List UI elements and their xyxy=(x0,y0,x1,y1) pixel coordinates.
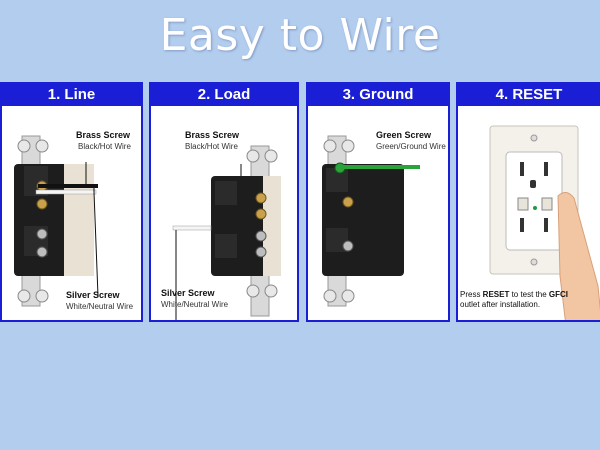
gfci-device-side-image xyxy=(172,145,281,320)
panel-ground: 3. Ground Green Screw Green/Ground Wire xyxy=(306,82,450,322)
panel-heading: 1. Line xyxy=(2,84,141,106)
page-title: Easy to Wire xyxy=(159,10,441,61)
white-neutral-wire-label: White/Neutral Wire xyxy=(161,300,229,309)
gfci-device-side-image xyxy=(322,135,420,307)
black-hot-wire-label: Black/Hot Wire xyxy=(185,142,238,151)
brass-screw-label: Brass Screw xyxy=(185,130,240,140)
panel-heading: 3. Ground xyxy=(308,84,448,106)
green-ground-wire-label: Green/Ground Wire xyxy=(376,142,446,151)
panel-load: 2. Load Brass Screw Black/Hot Wire Silve… xyxy=(149,82,299,322)
panel-heading: 2. Load xyxy=(151,84,297,106)
green-screw-label: Green Screw xyxy=(376,130,432,140)
gfci-device-side-image xyxy=(14,135,99,307)
black-hot-wire-label: Black/Hot Wire xyxy=(78,142,131,151)
white-neutral-wire-label: White/Neutral Wire xyxy=(66,302,134,311)
gfci-outlet-front-image xyxy=(489,125,600,320)
panel-reset: 4. RESET Press RESET to test the GFCI ou… xyxy=(456,82,600,322)
silver-screw-label: Silver Screw xyxy=(161,288,215,298)
brass-screw-label: Brass Screw xyxy=(76,130,131,140)
reset-instruction: Press RESET to test the GFCI outlet afte… xyxy=(460,290,569,309)
silver-screw-label: Silver Screw xyxy=(66,290,120,300)
panel-line: 1. Line Brass Screw Black/Hot Wire Silve… xyxy=(0,82,143,322)
panel-heading: 4. RESET xyxy=(458,84,600,106)
